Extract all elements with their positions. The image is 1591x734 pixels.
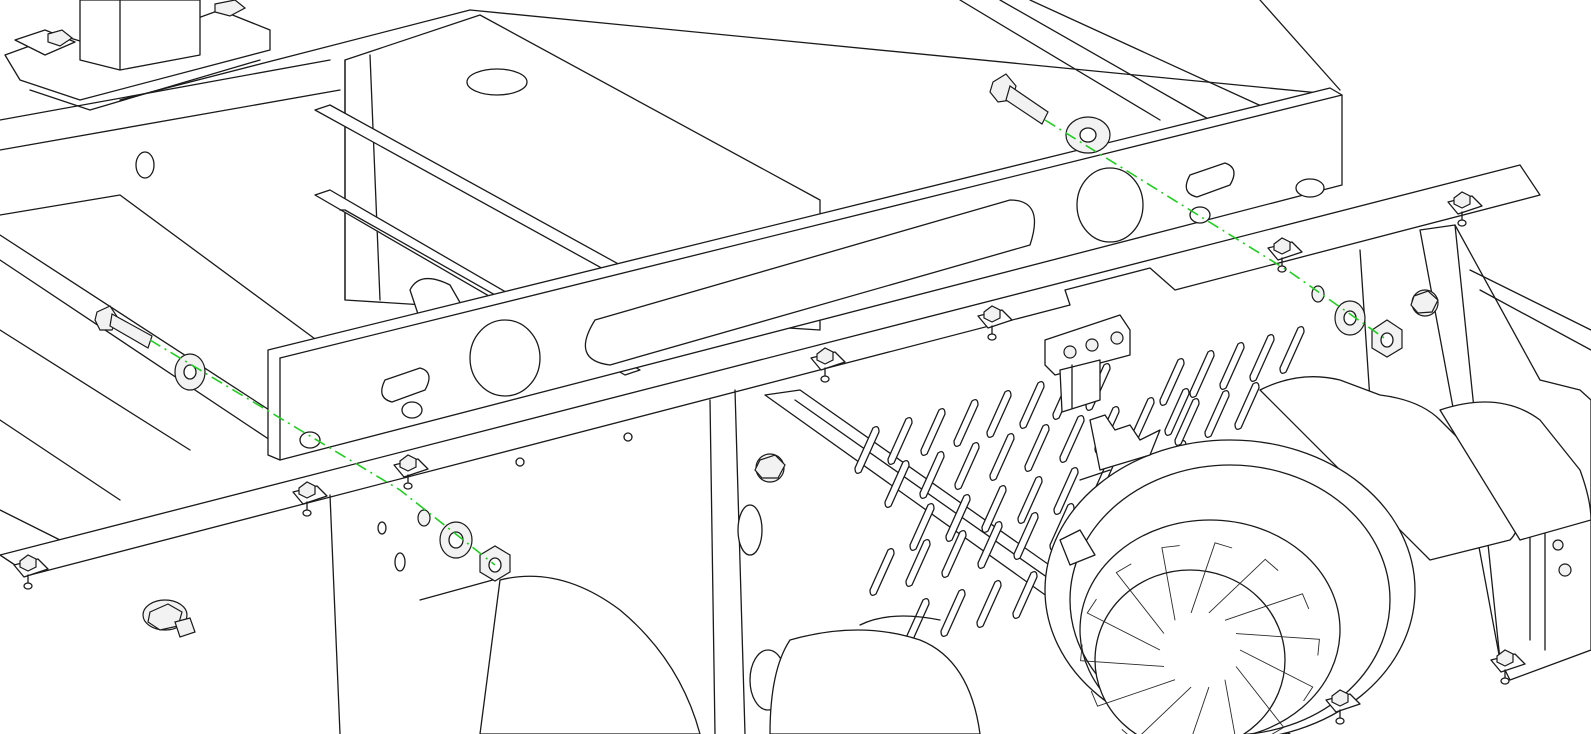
fan-blade xyxy=(1208,558,1279,614)
cross-member-plate xyxy=(267,87,1343,461)
bar-clip xyxy=(977,305,1013,341)
explosion-axis-right xyxy=(1044,119,1388,341)
lower-left-bolt xyxy=(142,599,196,638)
louvre-slot xyxy=(869,548,895,596)
louvre-slot xyxy=(1234,382,1260,430)
louvre-slot xyxy=(986,390,1012,438)
upper-frame-rails xyxy=(0,0,1341,541)
louvre-slot xyxy=(1017,476,1043,524)
louvre-slot xyxy=(1013,512,1039,560)
bar-clip xyxy=(1490,649,1526,685)
louvre-slot xyxy=(920,408,946,456)
louvre-slot xyxy=(1024,424,1050,472)
fan-blade xyxy=(1236,633,1320,656)
fan-blade xyxy=(1224,679,1236,734)
louvre-slot xyxy=(884,460,910,508)
louvre-slot xyxy=(1219,342,1245,390)
louvre-slot xyxy=(940,589,966,637)
louvre-slot xyxy=(954,442,980,490)
louvre-slot xyxy=(854,426,880,474)
bar-clip xyxy=(1325,689,1361,725)
louvre-slot xyxy=(1012,571,1038,619)
louvre-slot xyxy=(1189,350,1215,398)
fan-blade xyxy=(1161,545,1180,621)
exploded-bolt-right xyxy=(989,73,1111,154)
exploded-nut-left xyxy=(479,545,511,582)
fan-blade xyxy=(1192,686,1210,734)
fan-blades xyxy=(1080,542,1320,734)
fan-blade xyxy=(1086,598,1161,651)
explosion-axis-lines xyxy=(149,119,1388,566)
bar-clip xyxy=(1267,237,1303,273)
louvre-slot xyxy=(945,494,971,542)
louvre-slot xyxy=(1019,381,1045,429)
slot-right-small xyxy=(1185,162,1235,198)
fan-blade xyxy=(1235,666,1285,734)
louvre-slot xyxy=(1059,415,1085,463)
slot-left-small xyxy=(381,367,430,403)
fan-blade xyxy=(1121,686,1192,734)
louvre-slot xyxy=(1053,467,1079,515)
bar-clip xyxy=(393,454,429,490)
louvre-slot xyxy=(953,399,979,447)
fan-blade xyxy=(1115,563,1165,634)
louvre-slot xyxy=(1159,358,1185,406)
hole-round-left xyxy=(469,319,541,397)
louvre-slot xyxy=(909,503,935,551)
louvre-slot xyxy=(1204,390,1230,438)
louvre-slot xyxy=(976,580,1002,628)
fan-blade xyxy=(1224,593,1310,621)
blower-fan-assembly xyxy=(1044,376,1591,734)
bar-clip xyxy=(13,554,49,590)
louvre-slot xyxy=(905,539,931,587)
louvre-slot xyxy=(919,451,945,499)
bar-clips xyxy=(13,191,1526,725)
exploded-bolt-left xyxy=(94,305,206,391)
hole-round-right xyxy=(1076,167,1144,243)
fan-blade xyxy=(1190,542,1233,614)
exploded-washer-left xyxy=(417,509,473,559)
louvre-slot xyxy=(977,521,1003,569)
louvre-slot xyxy=(941,530,967,578)
louvre-slot xyxy=(1279,326,1305,374)
louvre-slot xyxy=(887,417,913,465)
fan-blade xyxy=(1239,649,1314,702)
louvre-slot xyxy=(1249,334,1275,382)
explosion-axis-left xyxy=(149,339,496,566)
louvre-slot xyxy=(1164,388,1190,436)
louvre-slot xyxy=(1174,398,1200,446)
bar-clip xyxy=(810,347,846,383)
motor-cylinder xyxy=(419,575,981,734)
exploded-nut-right xyxy=(1371,319,1403,358)
top-left-clamp-bracket xyxy=(4,0,271,111)
bar-clip xyxy=(292,481,328,517)
bar-clip xyxy=(1447,191,1483,227)
slot-long-centre xyxy=(584,199,1036,366)
fan-blade xyxy=(1080,644,1164,667)
centre-sensor-bracket xyxy=(1044,314,1131,413)
exploded-washer-right xyxy=(1311,285,1366,336)
fan-blade xyxy=(1090,679,1176,707)
louvre-slot xyxy=(989,433,1015,481)
louvre-slot xyxy=(981,485,1007,533)
